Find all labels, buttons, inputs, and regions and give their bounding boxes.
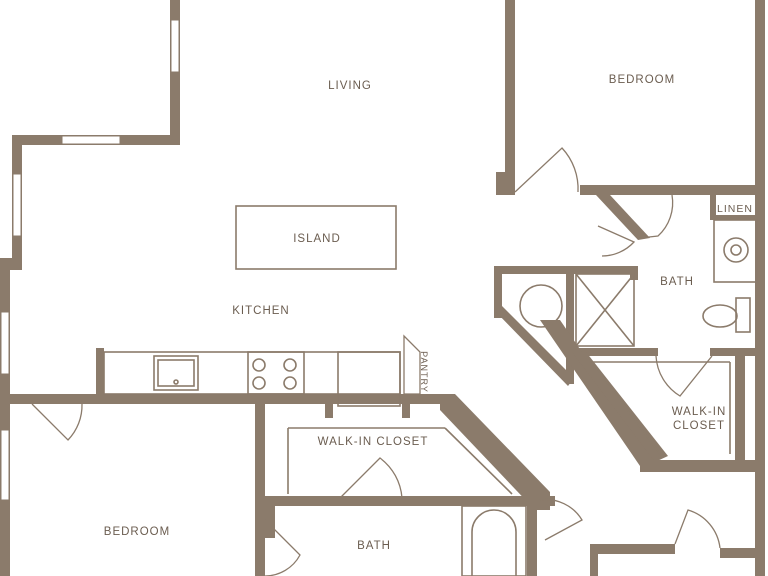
kitchen-island: [235, 205, 397, 270]
bathroom-sink-icon: [713, 219, 758, 283]
room-label-pantry: PANTRY: [419, 351, 429, 393]
room-label-bedroom-upper: BEDROOM: [609, 74, 675, 86]
room-label-walk-in-closet-right-1: WALK-IN: [672, 406, 727, 418]
room-label-walk-in-closet-left: WALK-IN CLOSET: [318, 436, 429, 448]
shower-icon: [575, 273, 635, 347]
room-label-island: ISLAND: [293, 233, 341, 245]
fixtures: [103, 205, 758, 576]
windows: [0, 19, 180, 501]
round-tub-icon: [519, 284, 563, 328]
room-label-walk-in-closet-right-2: CLOSET: [673, 420, 725, 432]
room-label-bath-lower: BATH: [357, 540, 391, 552]
stove-icon: [247, 351, 305, 395]
room-labels: LIVING BEDROOM ISLAND KITCHEN BATH LINEN…: [104, 74, 753, 552]
bathtub-icon: [461, 505, 527, 576]
room-label-kitchen: KITCHEN: [232, 305, 289, 317]
room-label-bedroom-lower: BEDROOM: [104, 526, 170, 538]
room-label-living: LIVING: [328, 80, 372, 92]
toilet-icon: [702, 304, 738, 328]
room-label-bath-right: BATH: [660, 276, 694, 288]
kitchen-sink-icon: [153, 355, 199, 391]
refrigerator-icon: [337, 351, 401, 407]
room-label-linen: LINEN: [717, 203, 753, 215]
